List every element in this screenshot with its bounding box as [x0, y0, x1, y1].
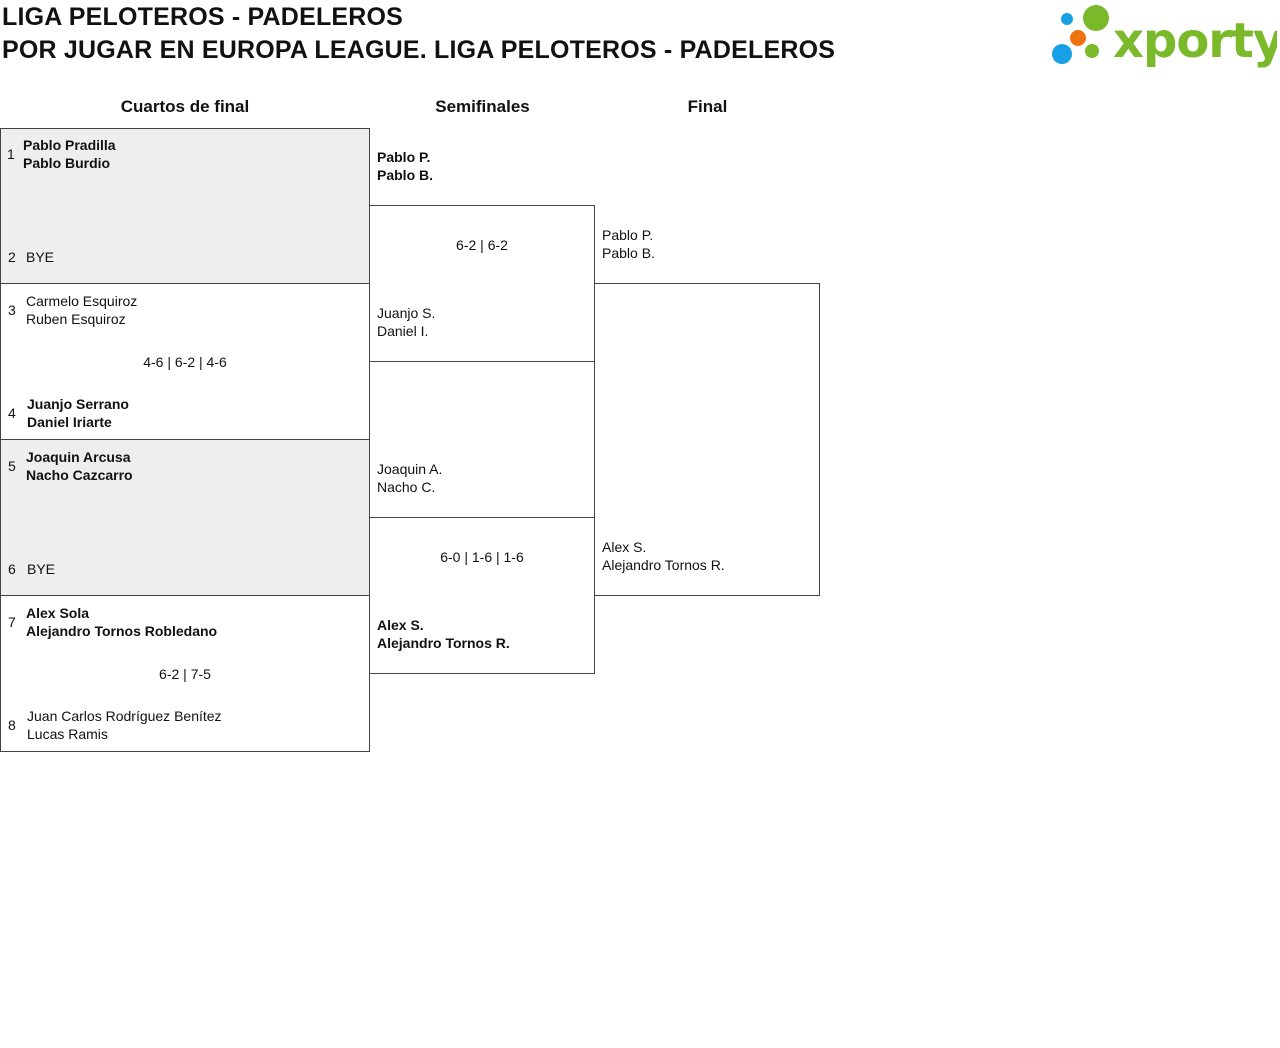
qf1-seed-top: 1	[7, 146, 15, 162]
qf2-score: 4-6 | 6-2 | 4-6	[143, 354, 227, 370]
sf2-top-player2: Nacho C.	[377, 479, 436, 495]
final-match-box	[594, 283, 820, 596]
qf3-bottom-player1: BYE	[27, 561, 56, 577]
logo-dot-blue-small	[1061, 13, 1073, 25]
final-top-player1: Pablo P.	[602, 227, 654, 243]
qf1-top-player2: Pablo Burdio	[23, 155, 111, 171]
final-bottom-player2: Alejandro Tornos R.	[602, 557, 725, 573]
qf2-top-player1: Carmelo Esquiroz	[26, 293, 138, 309]
sf2-score: 6-0 | 1-6 | 1-6	[440, 549, 524, 565]
logo-dot-blue-large	[1052, 44, 1072, 64]
sf1-top-player1: Pablo P.	[377, 149, 431, 165]
qf4-top-player2: Alejandro Tornos Robledano	[26, 623, 218, 639]
qf1-match-box	[0, 128, 370, 284]
qf3-top-player2: Nacho Cazcarro	[26, 467, 133, 483]
final-top-player2: Pablo B.	[602, 245, 655, 261]
round-heading-final: Final	[687, 97, 728, 116]
sf1-score: 6-2 | 6-2	[456, 237, 508, 253]
qf2-seed-bottom: 4	[8, 405, 16, 421]
qf1-top-player1: Pablo Pradilla	[23, 137, 116, 153]
qf4-top-player1: Alex Sola	[26, 605, 90, 621]
logo-dot-green-large	[1083, 5, 1109, 31]
round-heading-semifinals: Semifinales	[435, 97, 530, 116]
sf1-bottom-player1: Juanjo S.	[377, 305, 436, 321]
qf4-seed-top: 7	[8, 614, 16, 630]
qf3-match-box	[0, 439, 370, 596]
qf2-seed-top: 3	[8, 302, 16, 318]
logo-dot-orange	[1070, 30, 1086, 46]
sf2-bottom-player1: Alex S.	[377, 617, 424, 633]
sf1-bottom-player2: Daniel I.	[377, 323, 429, 339]
qf1-seed-bottom: 2	[8, 249, 16, 265]
qf4-seed-bottom: 8	[8, 717, 16, 733]
final-bottom-player1: Alex S.	[602, 539, 647, 555]
qf1-bottom-player1: BYE	[26, 249, 55, 265]
qf2-top-player2: Ruben Esquiroz	[26, 311, 126, 327]
logo-text: xporty	[1113, 13, 1277, 68]
sf2-top-player1: Joaquin A.	[377, 461, 443, 477]
page-title: LIGA PELOTEROS - PADELEROS	[2, 3, 404, 31]
page-subtitle: POR JUGAR EN EUROPA LEAGUE. LIGA PELOTER…	[2, 36, 836, 64]
qf3-seed-top: 5	[8, 458, 16, 474]
qf3-seed-bottom: 6	[8, 561, 16, 577]
qf3-top-player1: Joaquin Arcusa	[26, 449, 131, 465]
qf2-bottom-player1: Juanjo Serrano	[27, 396, 129, 412]
qf2-bottom-player2: Daniel Iriarte	[27, 414, 112, 430]
sf1-top-player2: Pablo B.	[377, 167, 434, 183]
logo-dot-green-small	[1085, 44, 1099, 58]
xporty-logo: xporty	[1052, 5, 1277, 68]
round-heading-quarterfinals: Cuartos de final	[120, 97, 250, 116]
qf4-bottom-player2: Lucas Ramis	[27, 726, 108, 742]
qf4-score: 6-2 | 7-5	[159, 666, 211, 682]
sf2-bottom-player2: Alejandro Tornos R.	[377, 635, 510, 651]
qf4-bottom-player1: Juan Carlos Rodríguez Benítez	[27, 708, 222, 724]
